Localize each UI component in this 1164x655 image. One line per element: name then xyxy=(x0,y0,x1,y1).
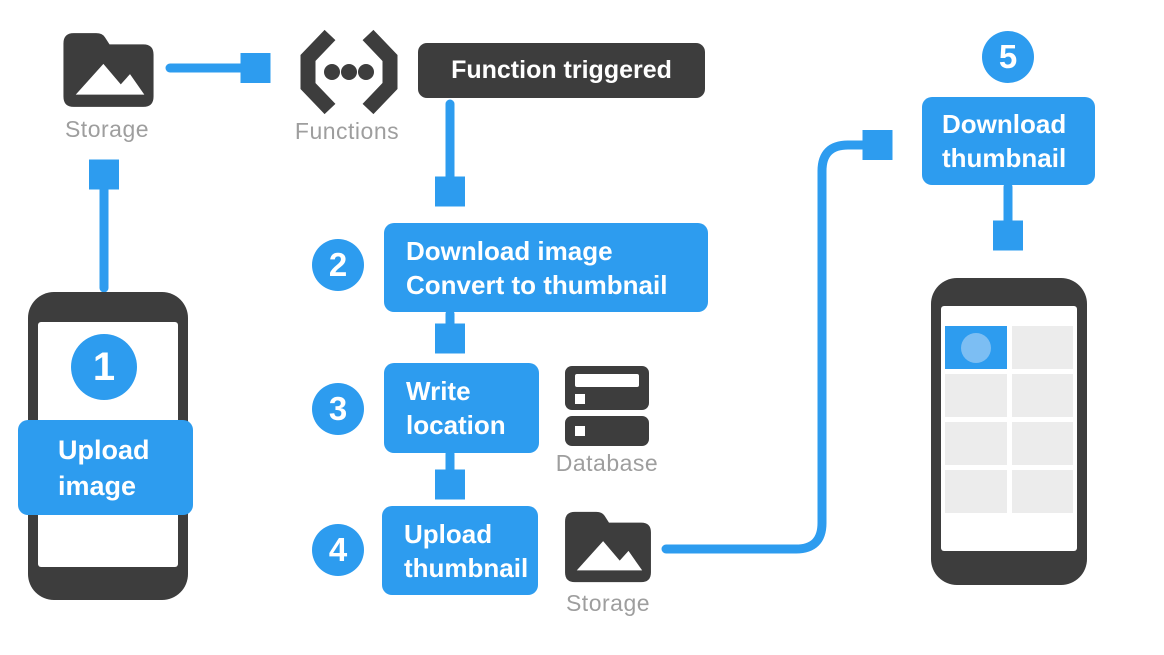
step-2-number: 2 xyxy=(312,239,364,291)
step-2-line1: Download image xyxy=(406,235,613,266)
thumbnail-tile xyxy=(945,374,1007,417)
phone-download xyxy=(931,278,1087,585)
thumbnail-tile xyxy=(1011,470,1073,513)
step-5-line2: thumbnail xyxy=(942,143,1067,173)
step-2-box: Download image Convert to thumbnail xyxy=(384,223,708,312)
step-5-box: Download thumbnail xyxy=(922,97,1095,185)
storage-folder-icon xyxy=(57,27,160,113)
step-3-number: 3 xyxy=(312,383,364,435)
step-4-box: Upload thumbnail xyxy=(382,506,538,595)
thumbnail-tile xyxy=(945,470,1007,513)
thumbnail-tile xyxy=(945,422,1007,465)
storage-top-label: Storage xyxy=(64,116,150,142)
functions-icon xyxy=(293,28,405,116)
step-1-box: Upload image xyxy=(18,420,193,515)
function-triggered-badge: Function triggered xyxy=(418,43,705,98)
database-label: Database xyxy=(555,450,659,476)
phone-download-screen xyxy=(941,306,1077,551)
step-3-box: Write location xyxy=(384,363,539,453)
step-4-line1: Upload xyxy=(404,518,493,549)
thumbnail-tile xyxy=(1011,422,1073,465)
step-2-line2: Convert to thumbnail xyxy=(406,269,668,300)
step-1-line2: image xyxy=(58,470,137,501)
connector-storage-to-step5 xyxy=(661,145,882,554)
thumbnail-tile xyxy=(1011,326,1073,369)
storage-folder-icon-bottom xyxy=(559,506,657,588)
thumbnail-grid xyxy=(945,326,1073,513)
step-3-line2: location xyxy=(406,410,506,440)
step-1-line1: Upload xyxy=(58,434,150,465)
functions-label: Functions xyxy=(294,118,400,144)
step-4-number: 4 xyxy=(312,524,364,576)
step-4-line2: thumbnail xyxy=(404,552,529,583)
thumbnail-tile-highlighted xyxy=(945,326,1007,369)
step-5-line1: Download xyxy=(942,109,1067,139)
thumbnail-tile xyxy=(1011,374,1073,417)
thumbnail-image-circle xyxy=(960,332,991,363)
step-3-line1: Write xyxy=(406,376,471,406)
step-1-number: 1 xyxy=(71,334,137,400)
step-5-number: 5 xyxy=(982,31,1034,83)
database-icon xyxy=(561,362,653,446)
storage-bottom-label: Storage xyxy=(565,590,651,616)
